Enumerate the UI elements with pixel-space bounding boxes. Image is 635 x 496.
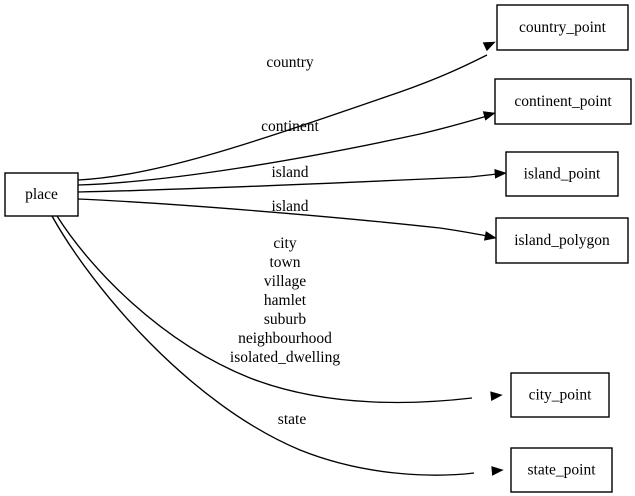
edge-place-island_point-path[interactable] <box>77 173 498 193</box>
edge-place-island_point[interactable] <box>77 168 507 193</box>
edge-label-line: island <box>271 164 308 181</box>
edge-place-continent_point-path[interactable] <box>77 115 488 186</box>
edge-place-state_point[interactable] <box>51 215 504 476</box>
node-box-country_point[interactable] <box>496 4 629 51</box>
edge-label-line: village <box>264 273 306 290</box>
edge-place-country_point-label: country <box>266 54 314 71</box>
node-continent_point[interactable]: continent_point <box>494 78 632 125</box>
node-label-country_point: country_point <box>519 19 607 36</box>
edge-place-continent_point[interactable] <box>77 109 496 186</box>
edge-place-city_point-label: city town village hamlet suburb neighbourhood… <box>230 235 340 366</box>
node-box-state_point[interactable] <box>510 447 613 493</box>
node-label-continent_point: continent_point <box>514 93 612 110</box>
node-city_point[interactable]: city_point <box>510 372 610 418</box>
edge-label-line: neighbourhood <box>238 330 332 347</box>
edge-place-continent_point-arrowhead-icon <box>482 111 496 121</box>
edge-place-state_point-label: state <box>278 411 307 428</box>
edge-label-line: hamlet <box>264 292 307 309</box>
node-box-city_point[interactable] <box>510 372 610 418</box>
node-state_point[interactable]: state_point <box>510 447 613 493</box>
node-label-place: place <box>25 186 58 203</box>
edge-place-island_point-label: island <box>271 164 308 181</box>
edge-place-island_polygon-arrowhead-icon <box>483 231 497 241</box>
edge-label-line: suburb <box>264 311 306 328</box>
nodes-layer: place country_point continent_point island_… <box>4 4 632 493</box>
node-box-continent_point[interactable] <box>494 78 632 125</box>
edge-place-state_point-arrowhead-icon <box>491 466 504 476</box>
node-label-island_polygon: island_polygon <box>514 232 610 249</box>
node-box-island_polygon[interactable] <box>495 217 629 264</box>
node-label-city_point: city_point <box>529 387 593 404</box>
node-label-island_point: island_point <box>524 166 601 183</box>
edge-place-city_point-path[interactable] <box>56 215 473 404</box>
edge-place-city_point-arrowhead-icon <box>490 391 503 401</box>
edge-place-state_point-path[interactable] <box>51 215 475 476</box>
edge-label-line: town <box>270 254 301 271</box>
node-box-place[interactable] <box>4 172 79 217</box>
edge-label-line: state <box>278 411 307 428</box>
edge-place-island_point-arrowhead-icon <box>494 168 507 179</box>
edge-place-country_point-path[interactable] <box>77 54 488 181</box>
edge-labels-layer: country continent island island city town vill… <box>230 54 340 428</box>
edge-place-country_point-arrowhead-icon <box>482 41 496 52</box>
edge-place-island_polygon-label: island <box>271 198 308 215</box>
edge-place-island_polygon[interactable] <box>77 198 497 242</box>
edge-place-country_point[interactable] <box>77 38 497 181</box>
edge-label-line: continent <box>261 118 319 135</box>
edge-label-line: city <box>273 235 296 252</box>
node-island_point[interactable]: island_point <box>505 151 619 197</box>
node-box-island_point[interactable] <box>505 151 619 197</box>
edge-label-line: isolated_dwelling <box>230 349 340 366</box>
node-label-state_point: state_point <box>527 462 596 479</box>
edge-place-island_polygon-path[interactable] <box>77 198 488 237</box>
edge-place-city_point[interactable] <box>56 215 503 404</box>
node-island_polygon[interactable]: island_polygon <box>495 217 629 264</box>
edge-label-line: country <box>266 54 314 71</box>
node-country_point[interactable]: country_point <box>496 4 629 51</box>
edge-label-line: island <box>271 198 308 215</box>
edges-layer <box>51 38 507 476</box>
node-place[interactable]: place <box>4 172 79 217</box>
edge-place-continent_point-label: continent <box>261 118 319 135</box>
